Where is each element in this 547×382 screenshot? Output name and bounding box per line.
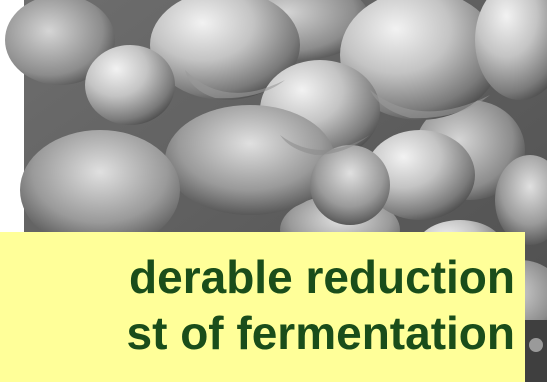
caption-line-2: st of fermentation (126, 307, 515, 359)
caption-line-1: derable reduction (129, 251, 515, 303)
caption-box: derable reduction st of fermentation (0, 232, 525, 382)
